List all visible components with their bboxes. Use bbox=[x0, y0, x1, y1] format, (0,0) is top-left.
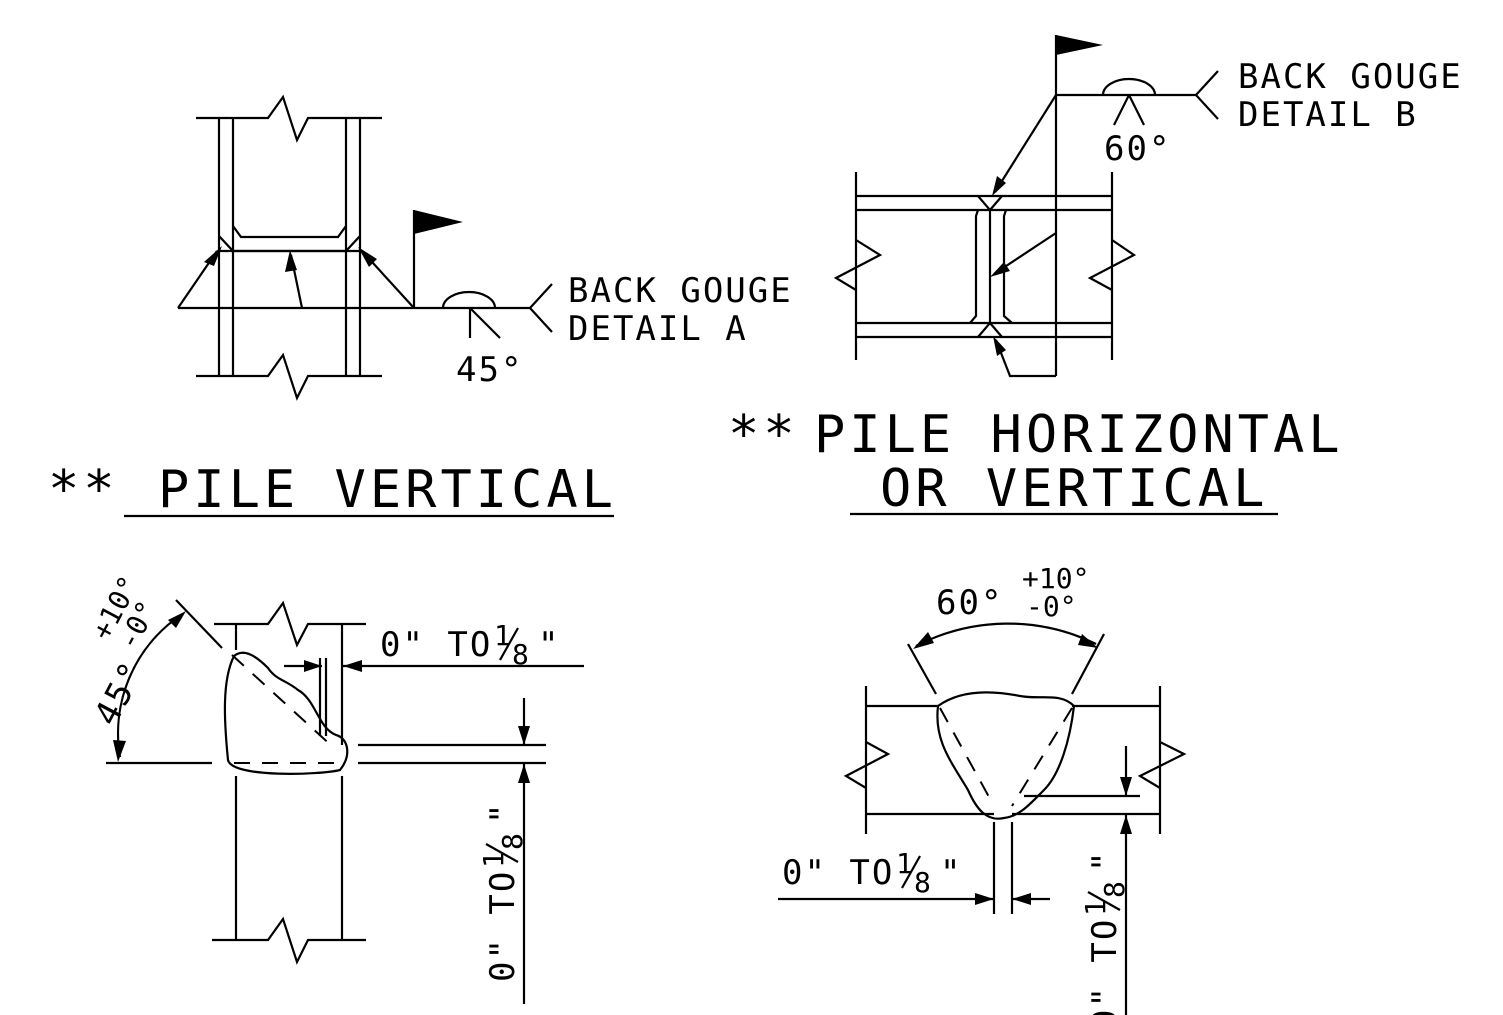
detail-b-title-line2: OR VERTICAL bbox=[880, 459, 1268, 519]
svg-text:0" TO: 0" TO bbox=[483, 870, 523, 982]
section-a-gap-label: 0" TO 1 8 " bbox=[380, 619, 560, 671]
section-b-angle-main: 60° bbox=[936, 583, 1003, 623]
detail-a-title-marker: ** bbox=[48, 460, 119, 520]
section-b-land-label: 0" TO 1 8 " bbox=[1079, 850, 1131, 1015]
section-b-angle-arc bbox=[915, 622, 1097, 647]
section-b-gap-num: 1 bbox=[896, 847, 913, 880]
detail-b-note-line2: DETAIL B bbox=[1238, 95, 1418, 135]
detail-a-weld-symbol bbox=[177, 210, 553, 339]
section-a-angle-arc bbox=[117, 614, 182, 758]
section-a-weld-bead bbox=[223, 651, 349, 775]
section-b-tol-plus: +10° bbox=[1022, 562, 1089, 595]
section-b-land-den: 8 bbox=[1098, 881, 1131, 898]
svg-text:0" TO: 0" TO bbox=[1085, 918, 1125, 1015]
section-a-land-suffix: " bbox=[483, 802, 523, 824]
detail-a-title-text: PILE VERTICAL bbox=[158, 460, 617, 520]
detail-b-note-line1: BACK GOUGE bbox=[1238, 57, 1463, 97]
section-b-land-suffix: " bbox=[1085, 850, 1125, 872]
section-b-gap-suffix: " bbox=[940, 853, 962, 893]
detail-b-title-line1: PILE HORIZONTAL bbox=[814, 405, 1344, 465]
section-a-angle-main: 45° bbox=[87, 654, 154, 732]
section-a-gap-prefix: 0" TO bbox=[380, 625, 492, 665]
detail-a: BACK GOUGE DETAIL A 45° bbox=[177, 94, 793, 401]
detail-b: BACK GOUGE DETAIL B 60° bbox=[833, 35, 1463, 378]
detail-a-note-line1: BACK GOUGE bbox=[568, 271, 793, 311]
detail-a-pile bbox=[196, 94, 382, 401]
svg-text:0" TO: 0" TO bbox=[380, 625, 492, 665]
section-a-land-den: 8 bbox=[496, 833, 529, 850]
section-b-land-num: 1 bbox=[1079, 899, 1112, 916]
section-a-pile bbox=[212, 600, 546, 965]
detail-b-groove-angle: 60° bbox=[1104, 129, 1171, 169]
section-b-gap-label: 0" TO 1 8 " bbox=[782, 847, 962, 899]
detail-b-title: ** PILE HORIZONTAL OR VERTICAL bbox=[728, 405, 1344, 519]
detail-b-pile bbox=[833, 172, 1137, 360]
section-b-land-prefix: 0" TO bbox=[1085, 918, 1125, 1015]
section-b-gap-den: 8 bbox=[914, 866, 931, 899]
section-a-land-num: 1 bbox=[477, 851, 510, 868]
section-a-gap-den: 8 bbox=[512, 638, 529, 671]
section-b-tol-minus: -0° bbox=[1026, 590, 1077, 623]
section-b-weld-bead bbox=[936, 691, 1076, 820]
section-a-gap-suffix: " bbox=[538, 625, 560, 665]
section-b: 60° +10° -0° 0" TO 1 8 " 0" TO 1 8 " bbox=[778, 562, 1187, 1015]
section-a: 45° +10° -0° 0" TO 1 8 " 0" TO 1 8 " bbox=[85, 570, 584, 1004]
section-b-gap-prefix: 0" TO bbox=[782, 853, 894, 893]
svg-text:0" TO: 0" TO bbox=[782, 853, 894, 893]
detail-b-weld-symbol bbox=[990, 35, 1219, 378]
section-b-pile bbox=[843, 686, 1187, 914]
detail-b-title-marker: ** bbox=[728, 405, 799, 465]
detail-a-groove-angle: 45° bbox=[456, 350, 523, 390]
section-a-land-label: 0" TO 1 8 " bbox=[477, 802, 529, 982]
detail-a-note-line2: DETAIL A bbox=[568, 309, 748, 349]
section-a-gap-num: 1 bbox=[494, 619, 511, 652]
detail-a-title: ** PILE VERTICAL bbox=[48, 460, 617, 520]
section-a-land-prefix: 0" TO bbox=[483, 870, 523, 982]
